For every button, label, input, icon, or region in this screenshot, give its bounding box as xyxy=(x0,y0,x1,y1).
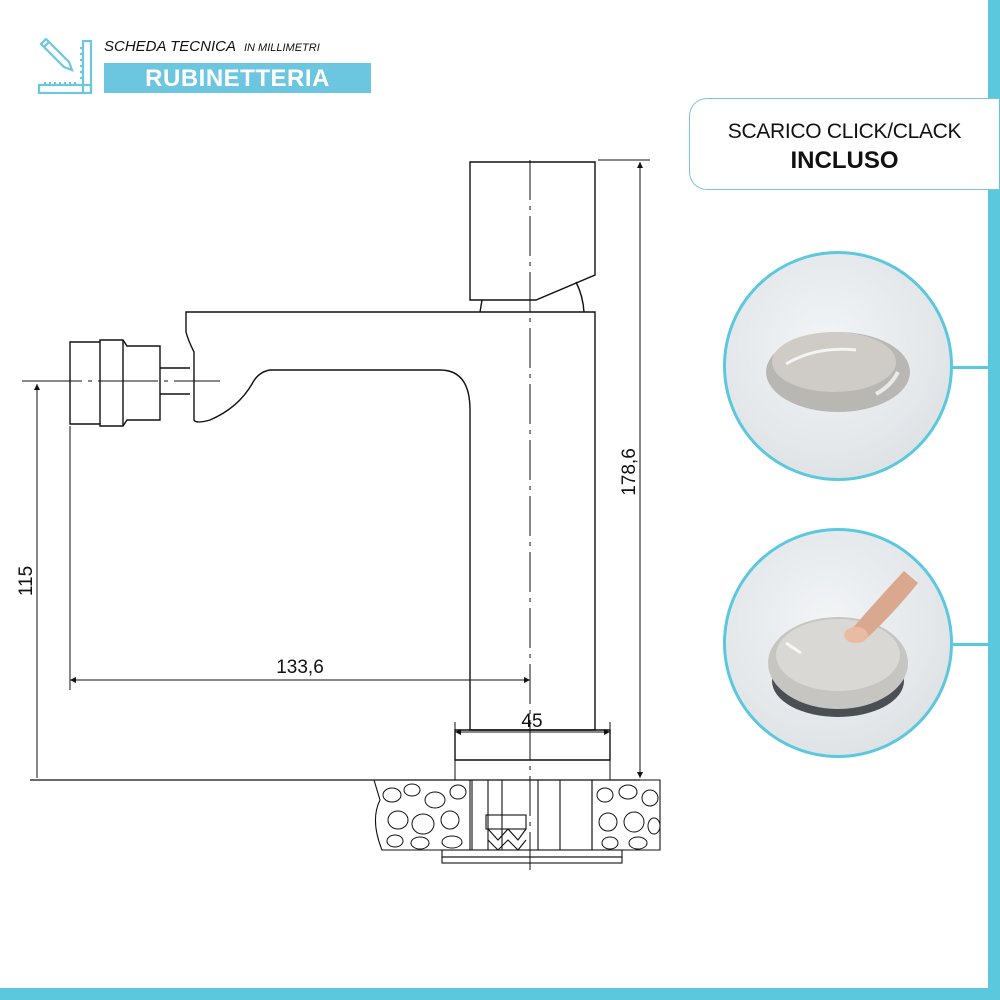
dimension-labels: 115 133,6 45 178,6 xyxy=(16,448,640,732)
category-banner: RUBINETTERIA xyxy=(104,63,371,93)
right-accent-stripe xyxy=(988,0,1000,1000)
dim-total-height: 178,6 xyxy=(619,448,640,496)
center-lines xyxy=(22,160,531,870)
faucet-outline xyxy=(69,161,611,761)
callout-line1: SCARICO CLICK/CLACK xyxy=(727,120,962,143)
dimension-lines xyxy=(34,159,650,780)
dim-base-diameter: 45 xyxy=(521,711,542,732)
bottom-accent-stripe xyxy=(0,988,1000,1000)
under-counter-fixing xyxy=(441,780,623,864)
dim-spout-reach: 133,6 xyxy=(276,657,324,678)
connector-line-2 xyxy=(951,643,989,646)
drain-closed-photo xyxy=(723,251,953,481)
dim-spout-height: 115 xyxy=(16,566,37,596)
drain-pressed-photo xyxy=(723,528,953,758)
drain-callout: SCARICO CLICK/CLACK INCLUSO xyxy=(689,98,999,190)
ruler-pencil-icon xyxy=(37,38,93,94)
connector-line-1 xyxy=(951,366,989,369)
unit-note: IN MILLIMETRI xyxy=(243,42,320,54)
callout-line2: INCLUSO xyxy=(790,147,899,174)
